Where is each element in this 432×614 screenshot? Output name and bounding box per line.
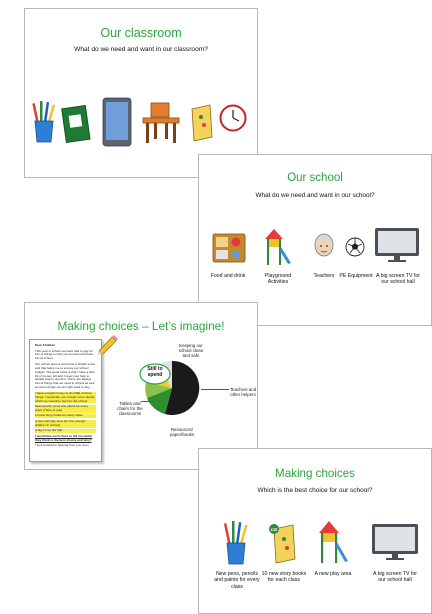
pie-label: Tables and chairs for the classrooms — [117, 401, 143, 417]
pie-leader-line — [201, 389, 229, 390]
letter-option: A new soft play area (for the younger ch… — [35, 419, 96, 428]
item-label: PE Equipment — [339, 273, 373, 279]
teacher-icon — [314, 233, 334, 257]
slide-making-choices-imagine: Making choices – Let’s imagine! Dear Chi… — [24, 302, 258, 470]
storybook-icon — [191, 104, 213, 142]
item-label: 10 new story books for each class — [261, 571, 307, 584]
slide-our-classroom: Our classroom What do we need and want i… — [24, 8, 258, 178]
letter-question: I would like each class to tell me which… — [35, 433, 93, 442]
football-icon — [345, 237, 365, 257]
playground-icon — [319, 521, 348, 563]
pencil-pot-icon — [32, 101, 56, 143]
slide-subtitle: What do we need and want in our school? — [255, 192, 375, 199]
pie-leader-line — [141, 401, 153, 402]
letter-option: A big TV for the hall — [35, 428, 96, 434]
letter-option: New pencils, pens and paints for every c… — [35, 404, 96, 413]
slide-subtitle: What do we need and want in our classroo… — [74, 46, 208, 53]
letter-greeting: Dear Children — [35, 343, 56, 347]
pie-label: Resources/ paper/books — [169, 427, 195, 438]
letter-paragraph: Our school does a count has a helpful ex… — [35, 361, 95, 390]
still-to-spend-bubble — [139, 363, 171, 385]
pencil-icon — [97, 335, 118, 355]
letter-paragraph: This year in school we have had to pay f… — [35, 348, 94, 361]
item-label: Playground Activities — [264, 273, 292, 286]
clock-icon — [219, 104, 247, 132]
lunchbox-icon — [212, 233, 246, 263]
slide-title: Our classroom — [100, 26, 182, 40]
quantity-badge: x10 — [270, 527, 278, 532]
slide-making-choices: Making choices Which is the best choice … — [198, 448, 432, 614]
letter-option: 10 new story books for every class — [35, 414, 96, 419]
item-label: A new play area — [314, 571, 352, 577]
item-label: New pens, pencils and paints for every c… — [214, 571, 260, 590]
item-label: Food and drink — [210, 273, 246, 279]
item-label: A big screen TV for our school hall — [372, 571, 418, 584]
pie-slice-teachers — [165, 360, 200, 415]
storybook-icon — [269, 524, 296, 564]
tv-icon — [375, 228, 419, 262]
item-label: A big screen TV for our school hall — [375, 273, 421, 286]
desk-chair-icon — [142, 102, 180, 143]
slide-title: Our school — [287, 172, 343, 184]
pie-label: Teachers and other helpers — [229, 387, 257, 398]
letter-paragraph-highlight: I have enough money to do ONE of these t… — [35, 390, 96, 404]
pie-slice-tables — [145, 382, 172, 398]
playground-icon — [265, 229, 291, 265]
slide-our-school: Our school What do we need and want in o… — [198, 154, 432, 326]
item-label: Teachers — [313, 273, 335, 279]
pie-slice-resources — [147, 388, 172, 414]
slide-title: Making choices — [275, 467, 355, 480]
slide-subtitle: Which is the best choice for our school? — [257, 487, 373, 494]
letter-document: Dear Children This year in school we hav… — [29, 339, 102, 462]
tv-icon — [372, 524, 418, 560]
letter-signoff: I look forward to hearing from you soon. — [35, 443, 90, 448]
green-book-icon — [61, 105, 91, 143]
still-to-spend-label: Still to spend — [147, 366, 163, 378]
pie-label: Keeping our school clean and safe — [178, 343, 204, 359]
pencil-pot-icon — [223, 521, 248, 565]
tablet-icon — [102, 97, 132, 147]
slide-title: Making choices – Let’s imagine! — [57, 319, 225, 333]
